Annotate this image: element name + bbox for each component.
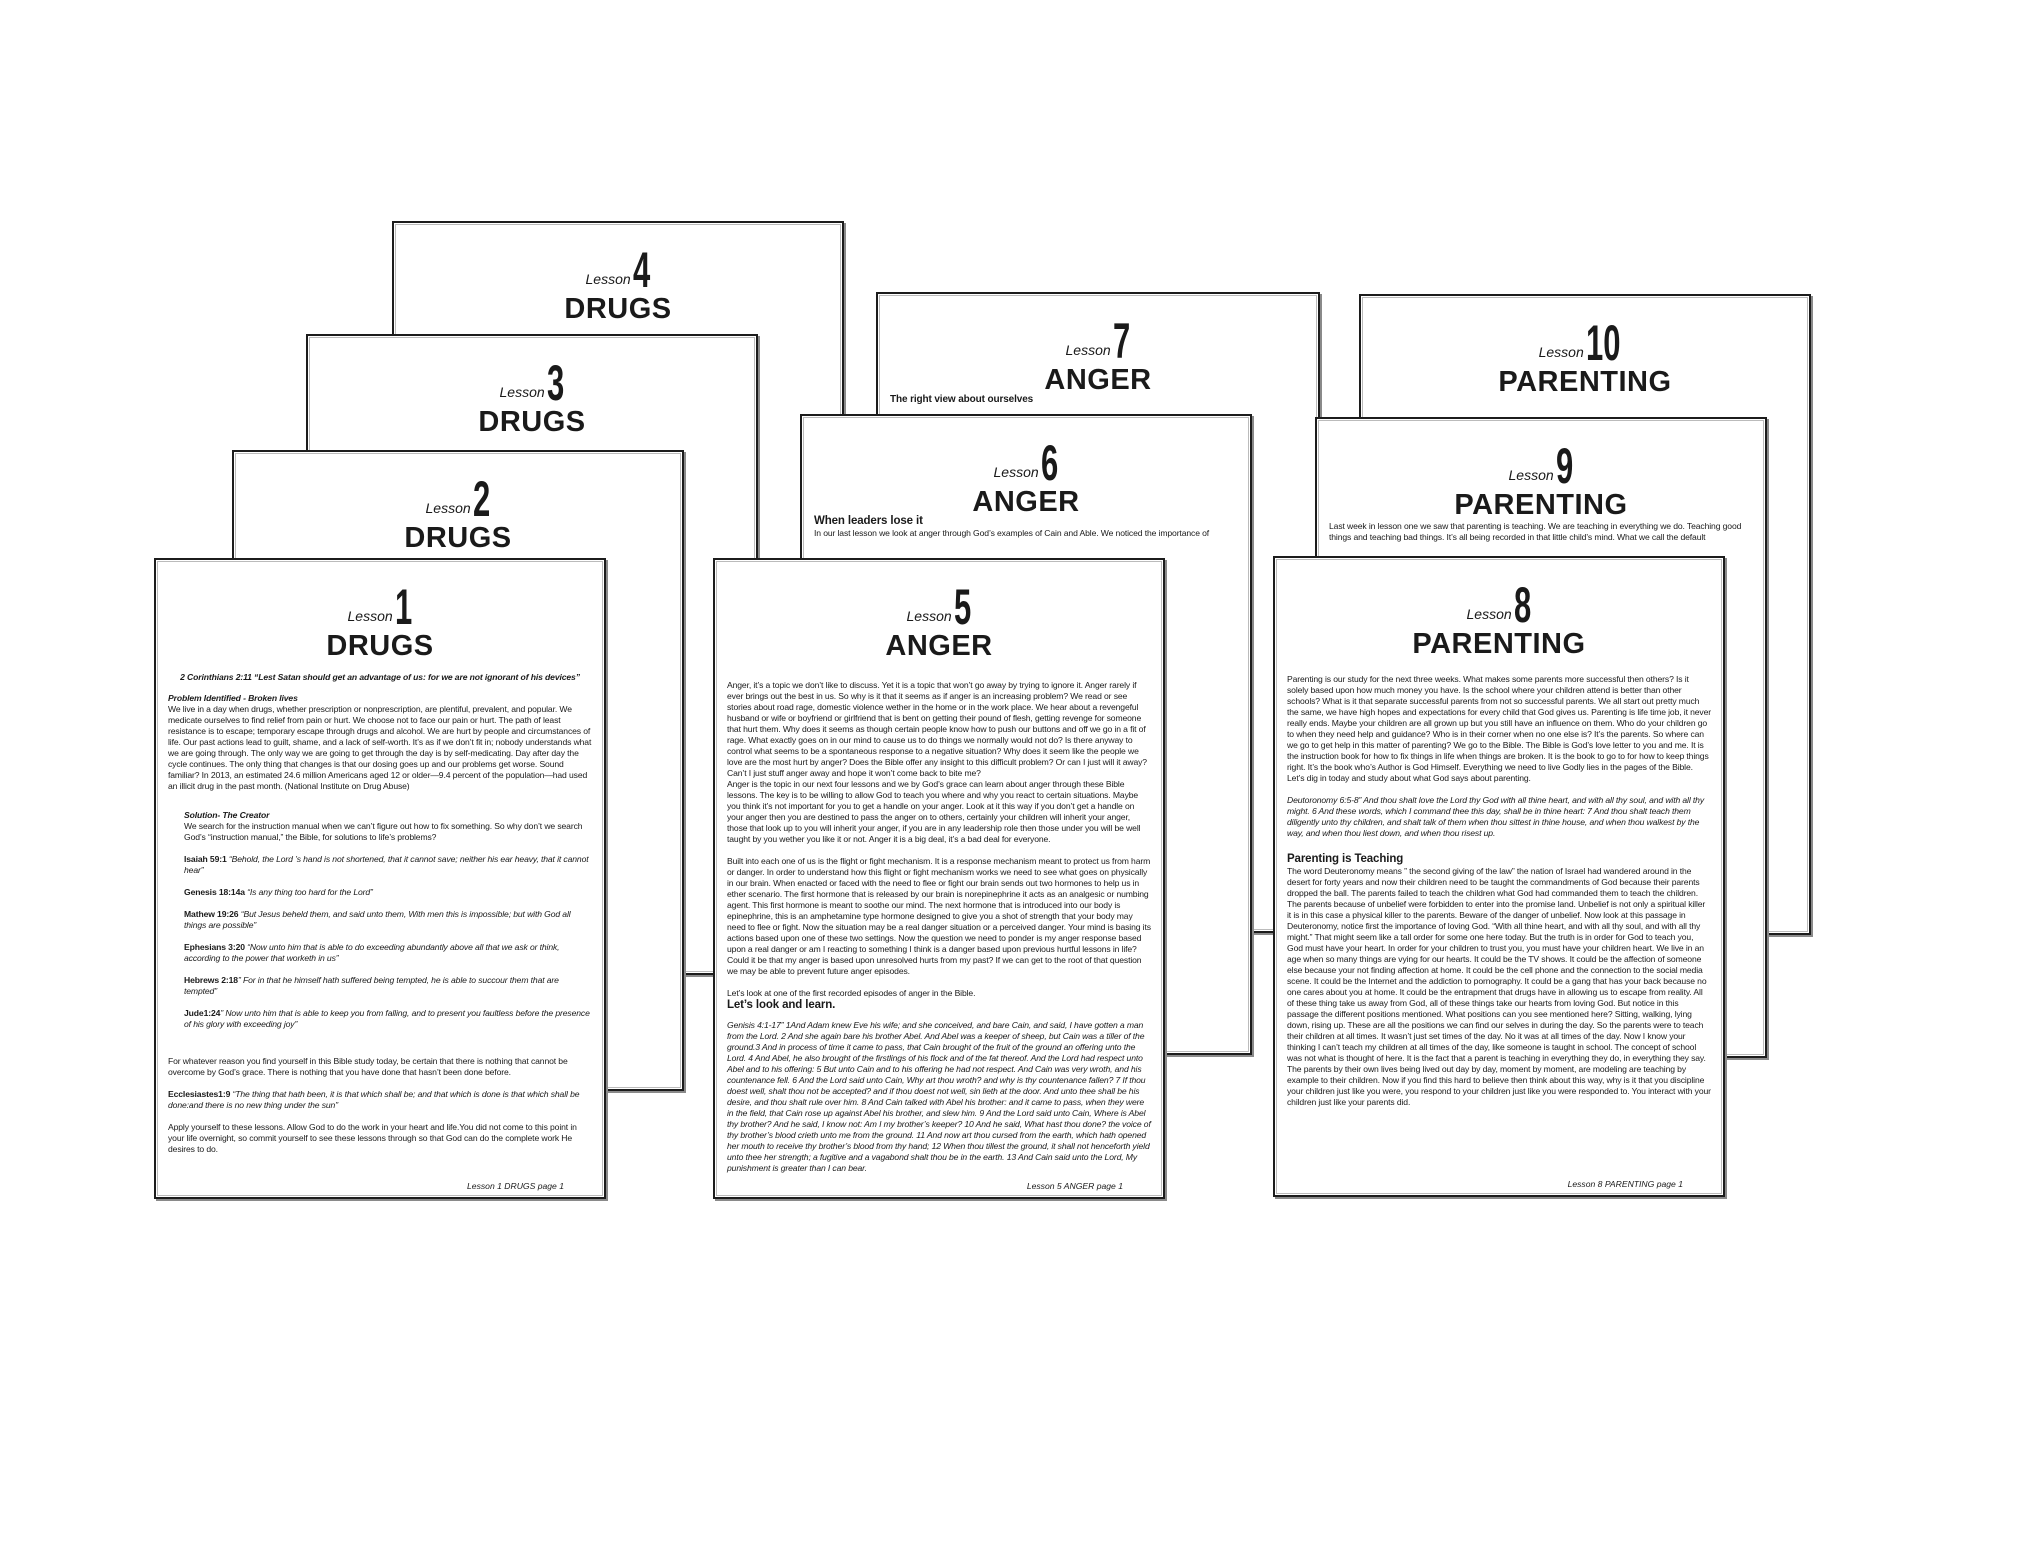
lesson-title: ANGER (885, 630, 993, 662)
lesson-number: 1 (394, 579, 412, 635)
paragraph: Anger is the topic in our next four less… (727, 779, 1141, 844)
lesson-title: DRUGS (478, 406, 586, 438)
section-heading: Solution- The Creator (184, 810, 270, 820)
lesson-label: Lesson (1508, 467, 1554, 483)
verse-ref: Mathew 19:26 (184, 909, 239, 919)
lesson-number: 4 (632, 242, 650, 298)
lesson-title: DRUGS (326, 630, 434, 662)
lesson-number: 6 (1040, 435, 1058, 491)
scripture-passage: Genisis 4:1-17” 1And Adam knew Eve his w… (727, 1020, 1151, 1173)
lesson-title: ANGER (972, 486, 1080, 518)
paragraph: Last week in lesson one we saw that pare… (1329, 521, 1742, 542)
verse-text: ” For in that he himself hath suffered b… (184, 975, 559, 996)
lesson-header: Lesson9 PARENTING (1317, 419, 1765, 531)
scripture-verse: Ecclesiastes1:9 “The thing that hath bee… (168, 1089, 592, 1111)
lesson-title: PARENTING (1454, 489, 1628, 521)
lesson-number: 3 (546, 355, 564, 411)
lesson-number: 5 (953, 579, 971, 635)
lesson-label: Lesson (499, 384, 545, 400)
lesson-number: 10 (1585, 315, 1621, 371)
verse-text: “Is any thing too hard for the Lord” (244, 887, 373, 897)
lesson-label: Lesson (425, 500, 471, 516)
verse-ref: Hebrews 2:18 (184, 975, 238, 985)
lesson-header: Lesson3 DRUGS (308, 336, 756, 448)
lesson-label: Lesson (585, 271, 631, 287)
verse-ref: Ecclesiastes1:9 (168, 1089, 231, 1099)
solution-section: Solution- The Creator We search for the … (168, 810, 592, 1030)
verse-text: “But Jesus beheld them, and said unto th… (184, 909, 571, 930)
section-heading: Let’s look and learn. (727, 999, 836, 1011)
scripture-verse: Jude1:24” Now unto him that is able to k… (184, 1008, 592, 1030)
verse-ref: Isaiah 59:1 (184, 854, 227, 864)
lesson-number: 8 (1513, 577, 1531, 633)
lesson-label: Lesson (1065, 342, 1111, 358)
lesson-number: 9 (1555, 438, 1573, 494)
verse-text: “Behold, the Lord ’s hand is not shorten… (184, 854, 589, 875)
lesson-header: Lesson10 PARENTING (1361, 296, 1809, 408)
lesson-title: PARENTING (1498, 366, 1672, 398)
lesson-header: Lesson2 DRUGS (234, 452, 682, 564)
lesson-1-page: Lesson1 DRUGS 2 Corinthians 2:11 “Lest S… (154, 558, 606, 1199)
verse-ref: Ephesians 3:20 (184, 942, 245, 952)
lesson-body: Anger, it’s a topic we don’t like to dis… (715, 672, 1163, 1174)
verse-ref: Genesis 18:14a (184, 887, 245, 897)
paragraph: The word Deuteronomy means ” the second … (1287, 866, 1711, 1107)
section-heading: Parenting is Teaching (1287, 853, 1404, 865)
scripture-verse: Isaiah 59:1 “Behold, the Lord ’s hand is… (184, 854, 592, 876)
lesson-header: Lesson7 ANGER (878, 294, 1318, 406)
lesson-header: Lesson8 PARENTING (1275, 558, 1723, 670)
paragraph: Apply yourself to these lessons. Allow G… (168, 1122, 577, 1154)
section-heading: Problem Identified - Broken lives (168, 693, 298, 703)
paragraph: We search for the instruction manual whe… (184, 821, 583, 842)
lesson-number: 2 (472, 471, 490, 527)
section-heading: When leaders lose it (814, 515, 923, 527)
lesson-title: PARENTING (1412, 628, 1586, 660)
paragraph: In our last lesson we look at anger thro… (814, 528, 1210, 538)
lesson-body: Parenting is our study for the next thre… (1275, 670, 1723, 1108)
lesson-label: Lesson (347, 608, 393, 624)
lesson-header: Lesson5 ANGER (715, 560, 1163, 672)
lesson-title: DRUGS (404, 522, 512, 554)
paragraph: Built into each one of us is the flight … (727, 856, 1151, 976)
paragraph: Let’s look at one of the first recorded … (727, 988, 976, 998)
scripture-verse: Mathew 19:26 “But Jesus beheld them, and… (184, 909, 592, 931)
lesson-header: Lesson4 DRUGS (394, 223, 842, 335)
lesson-label: Lesson (906, 608, 952, 624)
scripture-verse: Ephesians 3:20 “Now unto him that is abl… (184, 942, 592, 964)
lesson-title: ANGER (1044, 364, 1152, 396)
section-heading: The right view about ourselves (890, 394, 1034, 405)
paragraph: For whatever reason you find yourself in… (168, 1056, 568, 1077)
lesson-header: Lesson6 ANGER (802, 416, 1250, 528)
scripture-verse: Hebrews 2:18” For in that he himself hat… (184, 975, 592, 997)
scripture-verse: Genesis 18:14a “Is any thing too hard fo… (184, 887, 592, 898)
lesson-intro: When leaders lose it In our last lesson … (814, 515, 1238, 539)
scripture-passage: Deutoronomy 6:5-8” And thou shalt love t… (1287, 795, 1705, 838)
key-verse: 2 Corinthians 2:11 “Lest Satan should ge… (180, 672, 580, 682)
lesson-label: Lesson (1538, 344, 1584, 360)
lesson-number: 7 (1112, 313, 1130, 369)
lesson-label: Lesson (1466, 606, 1512, 622)
page-footer: Lesson 1 DRUGS page 1 (467, 1181, 564, 1191)
lesson-5-page: Lesson5 ANGER Anger, it’s a topic we don… (713, 558, 1165, 1199)
verse-text: “Now unto him that is able to do exceedi… (184, 942, 560, 963)
page-footer: Lesson 5 ANGER page 1 (1026, 1181, 1123, 1191)
verse-text: “The thing that hath been, it is that wh… (168, 1089, 580, 1110)
page-footer: Lesson 8 PARENTING page 1 (1567, 1179, 1683, 1189)
paragraph: Anger, it’s a topic we don’t like to dis… (727, 680, 1147, 778)
lesson-header: Lesson1 DRUGS (156, 560, 604, 672)
lesson-label: Lesson (993, 464, 1039, 480)
paragraph: Parenting is our study for the next thre… (1287, 674, 1712, 783)
paragraph: We live in a day when drugs, whether pre… (168, 704, 592, 791)
verse-text: ” Now unto him that is able to keep you … (184, 1008, 590, 1029)
lesson-body: 2 Corinthians 2:11 “Lest Satan should ge… (156, 672, 604, 1155)
lesson-8-page: Lesson8 PARENTING Parenting is our study… (1273, 556, 1725, 1197)
lesson-title: DRUGS (564, 293, 672, 325)
verse-ref: Jude1:24 (184, 1008, 221, 1018)
